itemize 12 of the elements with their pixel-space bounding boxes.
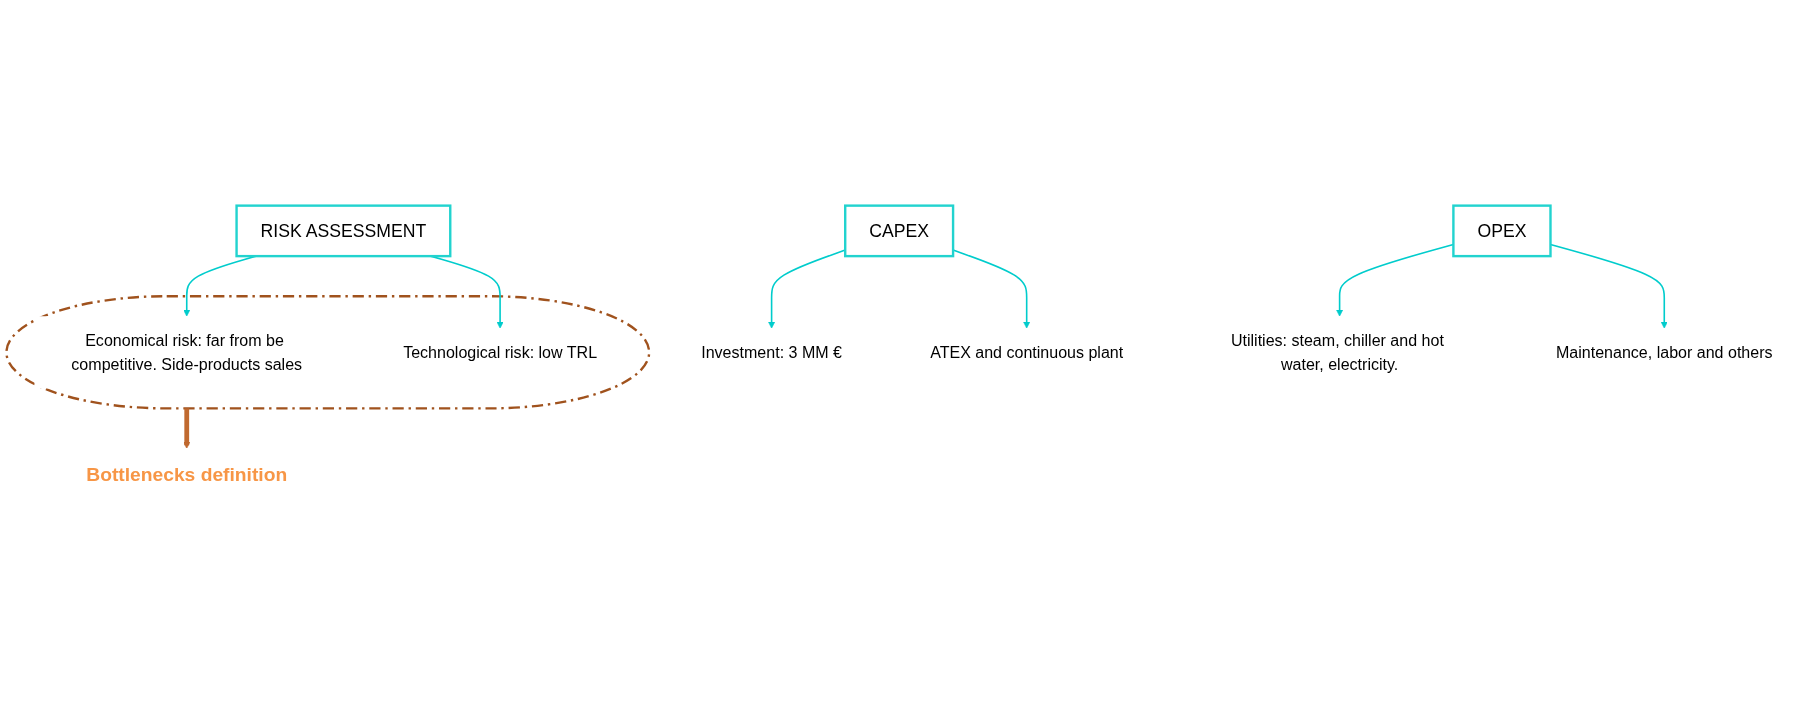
node-text: Maintenance, labor and others bbox=[1556, 343, 1773, 362]
node-text: Bottlenecks definition bbox=[86, 463, 288, 486]
node-text: Technological risk: low TRL bbox=[403, 343, 598, 362]
arrow bbox=[183, 408, 191, 449]
node-box: RISK ASSESSMENT bbox=[235, 204, 452, 258]
node-box: OPEX bbox=[1452, 204, 1552, 258]
node-text: Utilities: steam, chiller and hot water, electricity. bbox=[1230, 331, 1444, 374]
node-text: Investment: 3 MM € bbox=[701, 343, 842, 362]
node-text: Economical risk: far from be competitive. Side-products sales bbox=[71, 331, 303, 374]
node-box: CAPEX bbox=[844, 204, 955, 258]
arrow bbox=[768, 249, 846, 329]
node-text: ATEX and continuous plant bbox=[930, 343, 1124, 362]
